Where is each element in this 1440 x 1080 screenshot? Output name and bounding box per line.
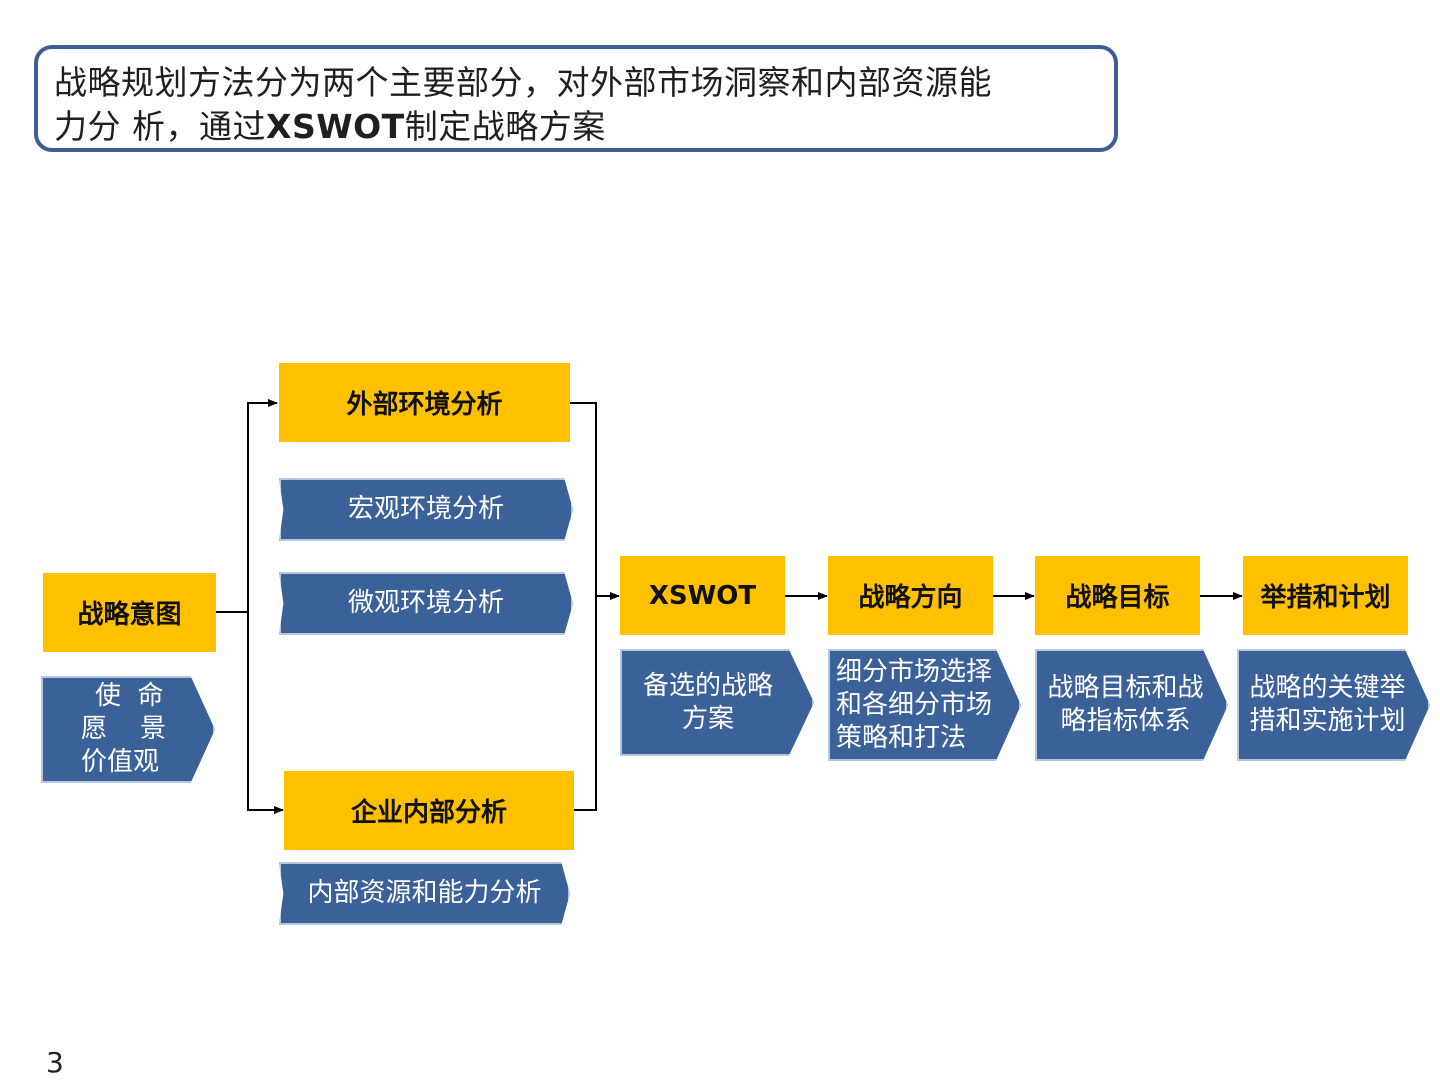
chevron-macro-analysis-label: 宏观环境分析: [347, 494, 504, 524]
chevron-key-measures: 战略的关键举 措和实施计划: [1237, 649, 1430, 761]
chevron-mission-text: 使 命 愿 景 价值观: [81, 680, 166, 779]
title-text: 战略规划方法分为两个主要部分，对外部市场洞察和内部资源能 力分 析，通过XSWO…: [54, 61, 1114, 149]
seg-line-2: 和各细分市场: [836, 689, 993, 720]
node-external-analysis-label: 外部环境分析: [346, 390, 503, 420]
node-strategic-intent: 战略意图: [43, 573, 216, 652]
chevron-key-text: 战略的关键举 措和实施计划: [1249, 672, 1405, 738]
mission-line-3: 价值观: [81, 747, 160, 777]
goal-line-1: 战略目标和战: [1047, 673, 1204, 703]
key-line-2: 措和实施计划: [1249, 706, 1406, 736]
title-line-2: 力分 析，通过XSWOT制定战略方案: [54, 105, 1114, 149]
node-internal-analysis-label: 企业内部分析: [350, 798, 507, 828]
chevron-micro-analysis-label: 微观环境分析: [347, 588, 504, 618]
chevron-goal-indicators: 战略目标和战 略指标体系: [1035, 649, 1228, 761]
arrow-to-internal: [247, 612, 284, 814]
node-strategic-goal: 战略目标: [1035, 556, 1200, 635]
line-external-out: [570, 402, 597, 811]
node-external-analysis: 外部环境分析: [279, 363, 570, 442]
page-number: 3: [46, 1046, 64, 1079]
node-strategic-goal-label: 战略目标: [1065, 583, 1170, 613]
chevron-alternative-plans: 备选的战略 方案: [620, 649, 814, 756]
mission-line-2: 愿 景: [81, 714, 167, 744]
node-strategic-intent-label: 战略意图: [77, 600, 182, 630]
node-strategic-direction: 战略方向: [828, 556, 993, 635]
arrow-to-external: [247, 399, 278, 612]
alt-line-1: 备选的战略: [642, 670, 773, 701]
title-line-2-pre: 力分 析，通过: [54, 107, 266, 146]
node-strategic-direction-label: 战略方向: [858, 583, 963, 613]
node-measures-plan-label: 举措和计划: [1260, 583, 1391, 613]
title-box: 战略规划方法分为两个主要部分，对外部市场洞察和内部资源能 力分 析，通过XSWO…: [34, 45, 1118, 152]
chevron-macro-analysis: 宏观环境分析: [279, 478, 573, 541]
title-line-1: 战略规划方法分为两个主要部分，对外部市场洞察和内部资源能: [54, 63, 992, 102]
title-line-2-post: 制定战略方案: [404, 107, 606, 146]
chevron-alternative-text: 备选的战略 方案: [643, 670, 773, 736]
chevron-resource-analysis-label: 内部资源和能力分析: [307, 878, 542, 908]
seg-line-1: 细分市场选择: [836, 656, 993, 687]
chevron-micro-analysis: 微观环境分析: [279, 572, 573, 635]
node-xswot-label: XSWOT: [648, 580, 757, 611]
node-measures-plan: 举措和计划: [1243, 556, 1408, 635]
alt-line-2: 方案: [681, 703, 734, 734]
key-line-1: 战略的关键举: [1249, 673, 1406, 703]
chevron-goal-text: 战略目标和战 略指标体系: [1047, 672, 1203, 738]
node-xswot: XSWOT: [620, 556, 785, 635]
mission-line-1: 使 命: [95, 681, 164, 711]
chevron-segment-selection: 细分市场选择 和各细分市场 策略和打法: [828, 649, 1021, 761]
goal-line-2: 略指标体系: [1060, 706, 1191, 736]
chevron-mission-vision-values: 使 命 愿 景 价值观: [41, 676, 215, 783]
seg-line-3: 策略和打法: [836, 722, 967, 753]
node-internal-analysis: 企业内部分析: [284, 771, 574, 850]
title-line-2-bold: XSWOT: [266, 107, 405, 146]
chevron-segment-text: 细分市场选择 和各细分市场 策略和打法: [836, 656, 992, 755]
chevron-resource-analysis: 内部资源和能力分析: [279, 862, 570, 925]
